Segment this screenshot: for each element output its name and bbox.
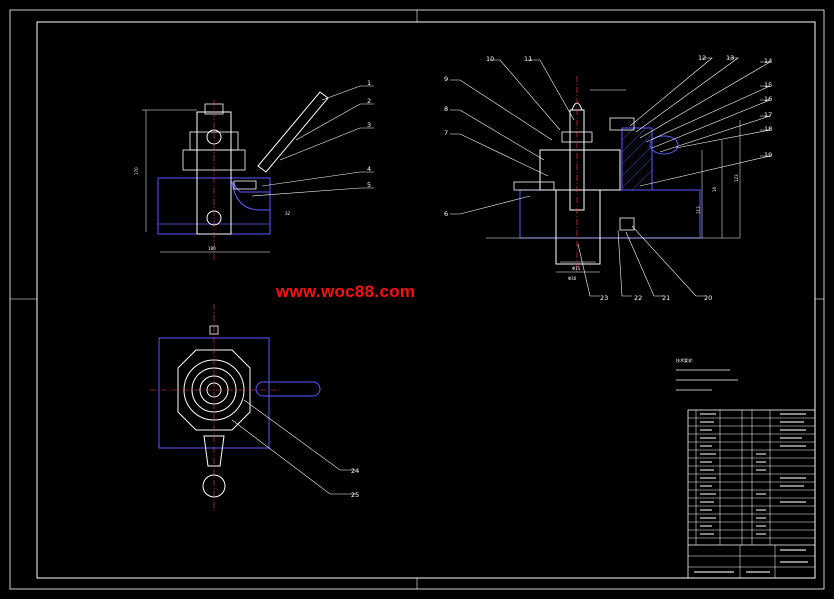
svg-text:180: 180 xyxy=(208,246,216,251)
left-view: 170 180 32 xyxy=(134,91,329,260)
svg-text:Φ30: Φ30 xyxy=(568,276,577,281)
svg-text:32: 32 xyxy=(285,211,291,216)
left-leaders xyxy=(251,85,374,197)
svg-text:16: 16 xyxy=(712,186,717,192)
tech-requirements-heading: 技术要求: xyxy=(676,357,693,363)
label-23: 23 xyxy=(600,294,608,302)
top-view-flange xyxy=(177,349,251,431)
label-1: 1 xyxy=(367,79,371,87)
left-clamp-arm xyxy=(231,180,271,211)
label-24: 24 xyxy=(351,467,359,475)
label-25: 25 xyxy=(351,491,359,499)
label-8: 8 xyxy=(444,105,448,113)
label-14: 14 xyxy=(764,57,772,65)
right-view: 16 113 123 Φ15 Φ30 xyxy=(486,76,741,281)
top-view-leaders xyxy=(231,399,356,495)
label-4: 4 xyxy=(367,165,371,173)
label-11: 11 xyxy=(524,55,532,63)
label-6: 6 xyxy=(444,210,448,218)
right-handle-ball xyxy=(649,135,679,155)
right-hatched-block xyxy=(621,127,653,191)
parts-list-entries xyxy=(694,413,808,573)
label-20: 20 xyxy=(704,294,712,302)
top-view-handle xyxy=(255,381,321,397)
label-22: 22 xyxy=(634,294,642,302)
label-7: 7 xyxy=(444,129,448,137)
label-10: 10 xyxy=(486,55,494,63)
label-2: 2 xyxy=(367,97,371,105)
label-21: 21 xyxy=(662,294,670,302)
svg-text:113: 113 xyxy=(696,206,701,214)
top-view xyxy=(150,304,321,512)
svg-text:170: 170 xyxy=(134,167,139,175)
label-19: 19 xyxy=(764,151,772,159)
watermark-url: www.woc88.com xyxy=(276,282,416,301)
label-12: 12 xyxy=(698,54,706,62)
left-lever xyxy=(257,91,329,173)
label-15: 15 xyxy=(764,81,772,89)
svg-text:123: 123 xyxy=(734,174,739,182)
label-3: 3 xyxy=(367,121,371,129)
label-17: 17 xyxy=(764,111,772,119)
svg-text:Φ15: Φ15 xyxy=(572,266,581,271)
label-18: 18 xyxy=(764,125,772,133)
right-leaders xyxy=(450,57,772,297)
label-13: 13 xyxy=(726,54,734,62)
parts-list xyxy=(687,409,816,579)
right-base xyxy=(519,189,701,239)
inner-frame xyxy=(36,21,816,579)
label-9: 9 xyxy=(444,75,448,83)
label-16: 16 xyxy=(764,95,772,103)
zone-ticks xyxy=(10,10,824,589)
tech-notes-lines xyxy=(676,369,738,391)
label-5: 5 xyxy=(367,181,371,189)
